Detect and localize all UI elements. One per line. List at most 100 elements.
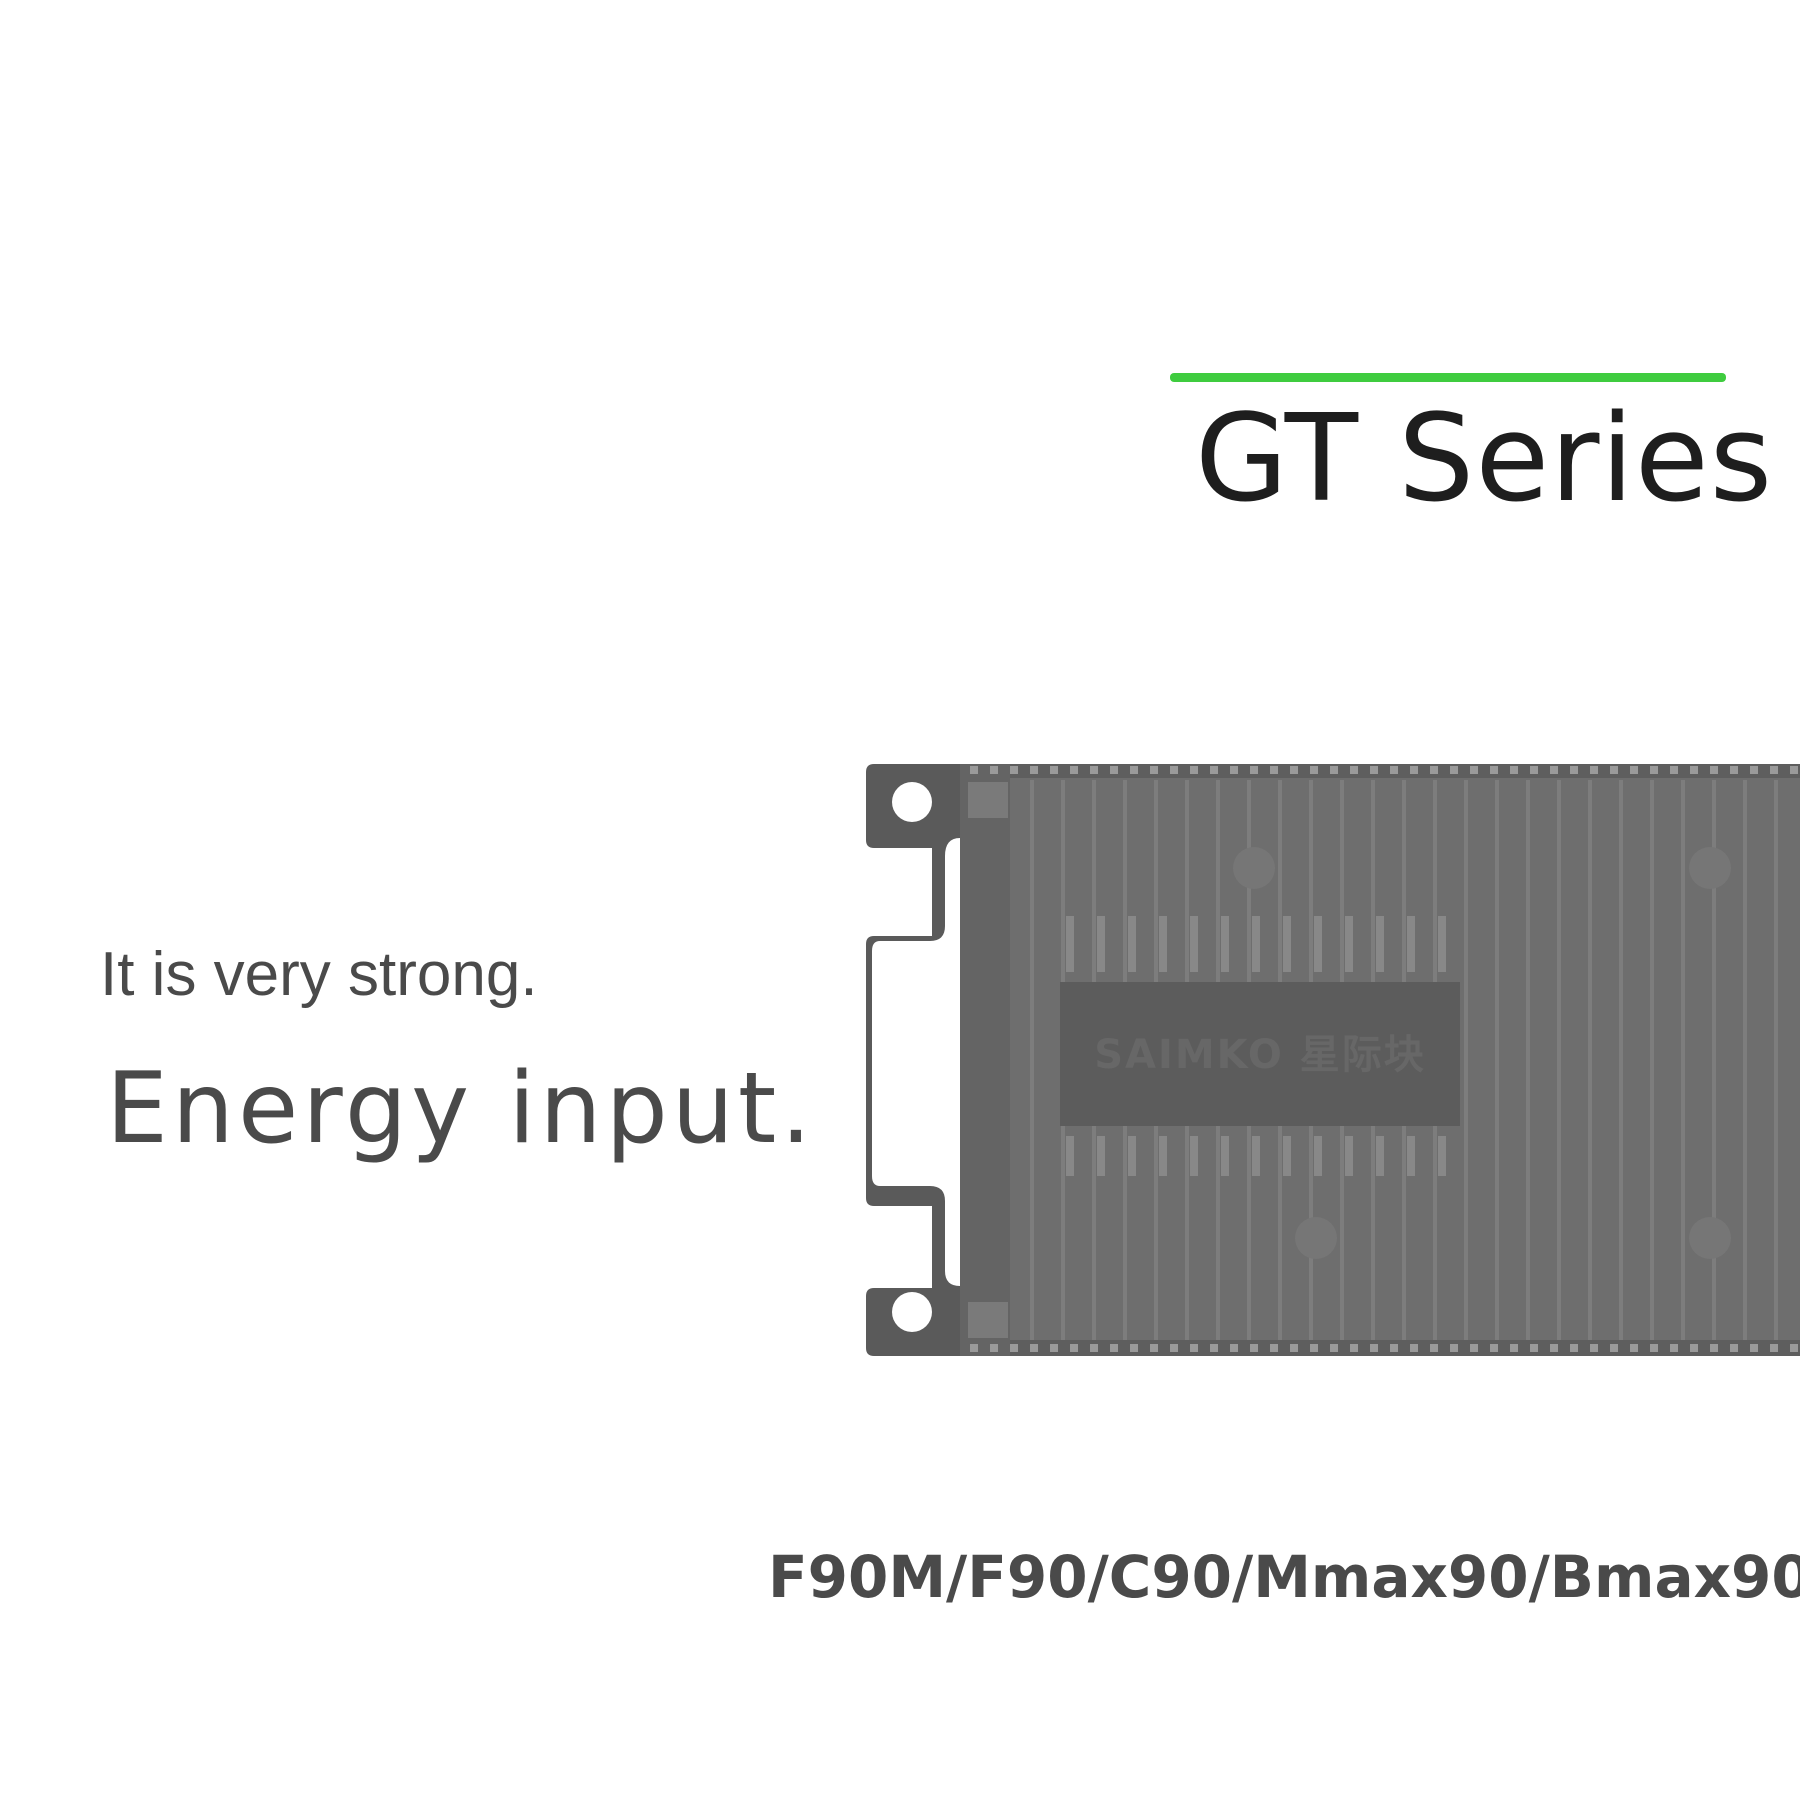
notch <box>1610 1344 1618 1352</box>
notch <box>1150 1344 1158 1352</box>
fin <box>1774 780 1778 1340</box>
fin <box>1743 780 1747 1340</box>
label-fin <box>1097 1136 1105 1176</box>
notch <box>1650 1344 1658 1352</box>
notch <box>1670 766 1678 774</box>
notch <box>1530 1344 1538 1352</box>
notch <box>1570 1344 1578 1352</box>
notch <box>1090 1344 1098 1352</box>
notch <box>1710 1344 1718 1352</box>
screw-boss <box>1233 847 1275 889</box>
label-fin <box>1314 1136 1322 1176</box>
brand-label: SAIMKO 星际块 <box>1094 1032 1426 1078</box>
notch <box>1190 766 1198 774</box>
fin <box>1619 780 1623 1340</box>
notch <box>1690 1344 1698 1352</box>
fin <box>1650 780 1654 1340</box>
notch <box>1010 1344 1018 1352</box>
notch <box>1390 1344 1398 1352</box>
fin <box>1464 780 1468 1340</box>
label-fin <box>1190 1136 1198 1176</box>
notch <box>1470 766 1478 774</box>
mount-hole-bottom <box>892 1292 932 1332</box>
notch <box>1550 766 1558 774</box>
notch <box>1070 766 1078 774</box>
top-edge-notches <box>970 766 1798 774</box>
notch <box>1170 766 1178 774</box>
notch <box>1470 1344 1478 1352</box>
notch <box>1030 1344 1038 1352</box>
notch <box>1590 766 1598 774</box>
notch <box>1310 1344 1318 1352</box>
label-fin <box>1066 916 1074 972</box>
mount-slot <box>892 956 932 1152</box>
notch <box>1350 1344 1358 1352</box>
notch <box>1130 1344 1138 1352</box>
notch <box>1350 766 1358 774</box>
label-fin <box>1376 916 1384 972</box>
notch <box>1770 1344 1778 1352</box>
notch <box>990 1344 998 1352</box>
label-fin <box>1097 916 1105 972</box>
notch <box>1730 766 1738 774</box>
notch <box>1070 1344 1078 1352</box>
notch <box>1530 766 1538 774</box>
fin <box>1712 780 1716 1340</box>
bottom-edge-notches <box>970 1344 1798 1352</box>
label-plate <box>1060 982 1460 1126</box>
notch <box>1110 1344 1118 1352</box>
fin <box>1681 780 1685 1340</box>
notch <box>1010 766 1018 774</box>
notch <box>1210 1344 1218 1352</box>
notch <box>1370 1344 1378 1352</box>
label-fin <box>1190 916 1198 972</box>
label-fin <box>1128 1136 1136 1176</box>
screw-boss <box>1295 1217 1337 1259</box>
notch <box>1130 766 1138 774</box>
notch <box>1230 1344 1238 1352</box>
notch <box>1710 766 1718 774</box>
fin <box>1526 780 1530 1340</box>
label-fin <box>1252 916 1260 972</box>
label-fin <box>1283 916 1291 972</box>
screw-boss <box>1689 1217 1731 1259</box>
notch <box>1050 1344 1058 1352</box>
label-fin <box>1159 916 1167 972</box>
series-title: GT Series <box>1195 390 1774 529</box>
fin <box>1030 780 1034 1340</box>
label-fin <box>1128 916 1136 972</box>
notch <box>970 766 978 774</box>
notch <box>1150 766 1158 774</box>
notch <box>1190 1344 1198 1352</box>
notch <box>1310 766 1318 774</box>
mount-hole-top <box>892 782 932 822</box>
notch <box>1090 766 1098 774</box>
notch <box>1630 766 1638 774</box>
notch <box>1510 766 1518 774</box>
headline: Energy input. <box>106 1052 816 1166</box>
label-fin <box>1221 1136 1229 1176</box>
notch <box>1330 766 1338 774</box>
label-fin <box>1438 916 1446 972</box>
notch <box>1570 766 1578 774</box>
label-fin <box>1345 916 1353 972</box>
product-image: SAIMKO 星际块 <box>860 756 1800 1364</box>
notch <box>1250 766 1258 774</box>
notch <box>1690 766 1698 774</box>
model-list: F90M/F90/C90/Mmax90/Bmax90 <box>768 1543 1800 1611</box>
notch <box>1790 1344 1798 1352</box>
label-fin <box>1345 1136 1353 1176</box>
notch <box>1730 1344 1738 1352</box>
tagline: It is very strong. <box>100 940 538 1009</box>
notch <box>1210 766 1218 774</box>
label-fin <box>1221 916 1229 972</box>
label-fin <box>1252 1136 1260 1176</box>
body-rail-bevel-bottom <box>968 1302 1008 1338</box>
notch <box>1630 1344 1638 1352</box>
notch <box>1330 1344 1338 1352</box>
label-fin <box>1376 1136 1384 1176</box>
body-left-rail <box>960 764 1010 1356</box>
notch <box>1510 1344 1518 1352</box>
notch <box>1590 1344 1598 1352</box>
fin <box>1557 780 1561 1340</box>
